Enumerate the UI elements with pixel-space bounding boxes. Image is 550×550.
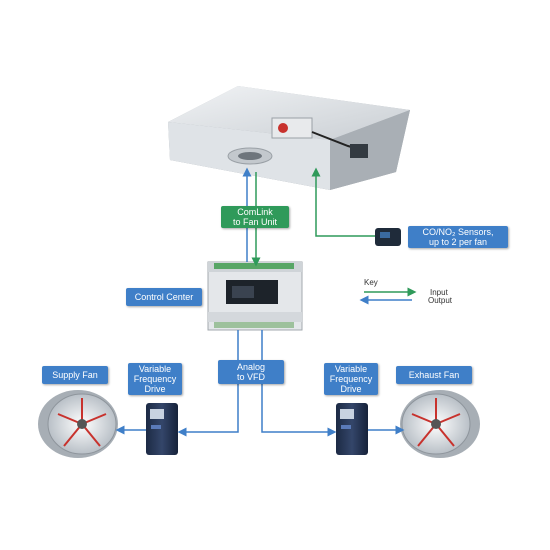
vfd-left-icon [146, 403, 178, 455]
vfd-right-icon [336, 403, 368, 455]
exhaust-fan-icon [400, 390, 480, 458]
controller-module-icon [207, 261, 303, 331]
key-title: Key [364, 278, 378, 287]
supply-fan-icon [38, 390, 118, 458]
co-sensor-icon [375, 228, 401, 246]
ceiling-fan-unit-icon [168, 86, 410, 190]
co-sensors-label: CO/NO₂ Sensors, up to 2 per fan [408, 226, 508, 248]
supply-fan-label: Supply Fan [42, 366, 108, 384]
sensor-input-line [311, 167, 375, 237]
vfd-right-label: Variable Frequency Drive [324, 363, 378, 395]
control-center-label: Control Center [126, 288, 202, 306]
vfd-left-label: Variable Frequency Drive [128, 363, 182, 395]
comlink-label: ComLink to Fan Unit [221, 206, 289, 228]
analog-to-vfd-label: Analog to VFD [218, 360, 284, 384]
key-input-label: Input [430, 288, 448, 297]
key-output-label: Output [428, 296, 453, 305]
exhaust-fan-label: Exhaust Fan [396, 366, 472, 384]
